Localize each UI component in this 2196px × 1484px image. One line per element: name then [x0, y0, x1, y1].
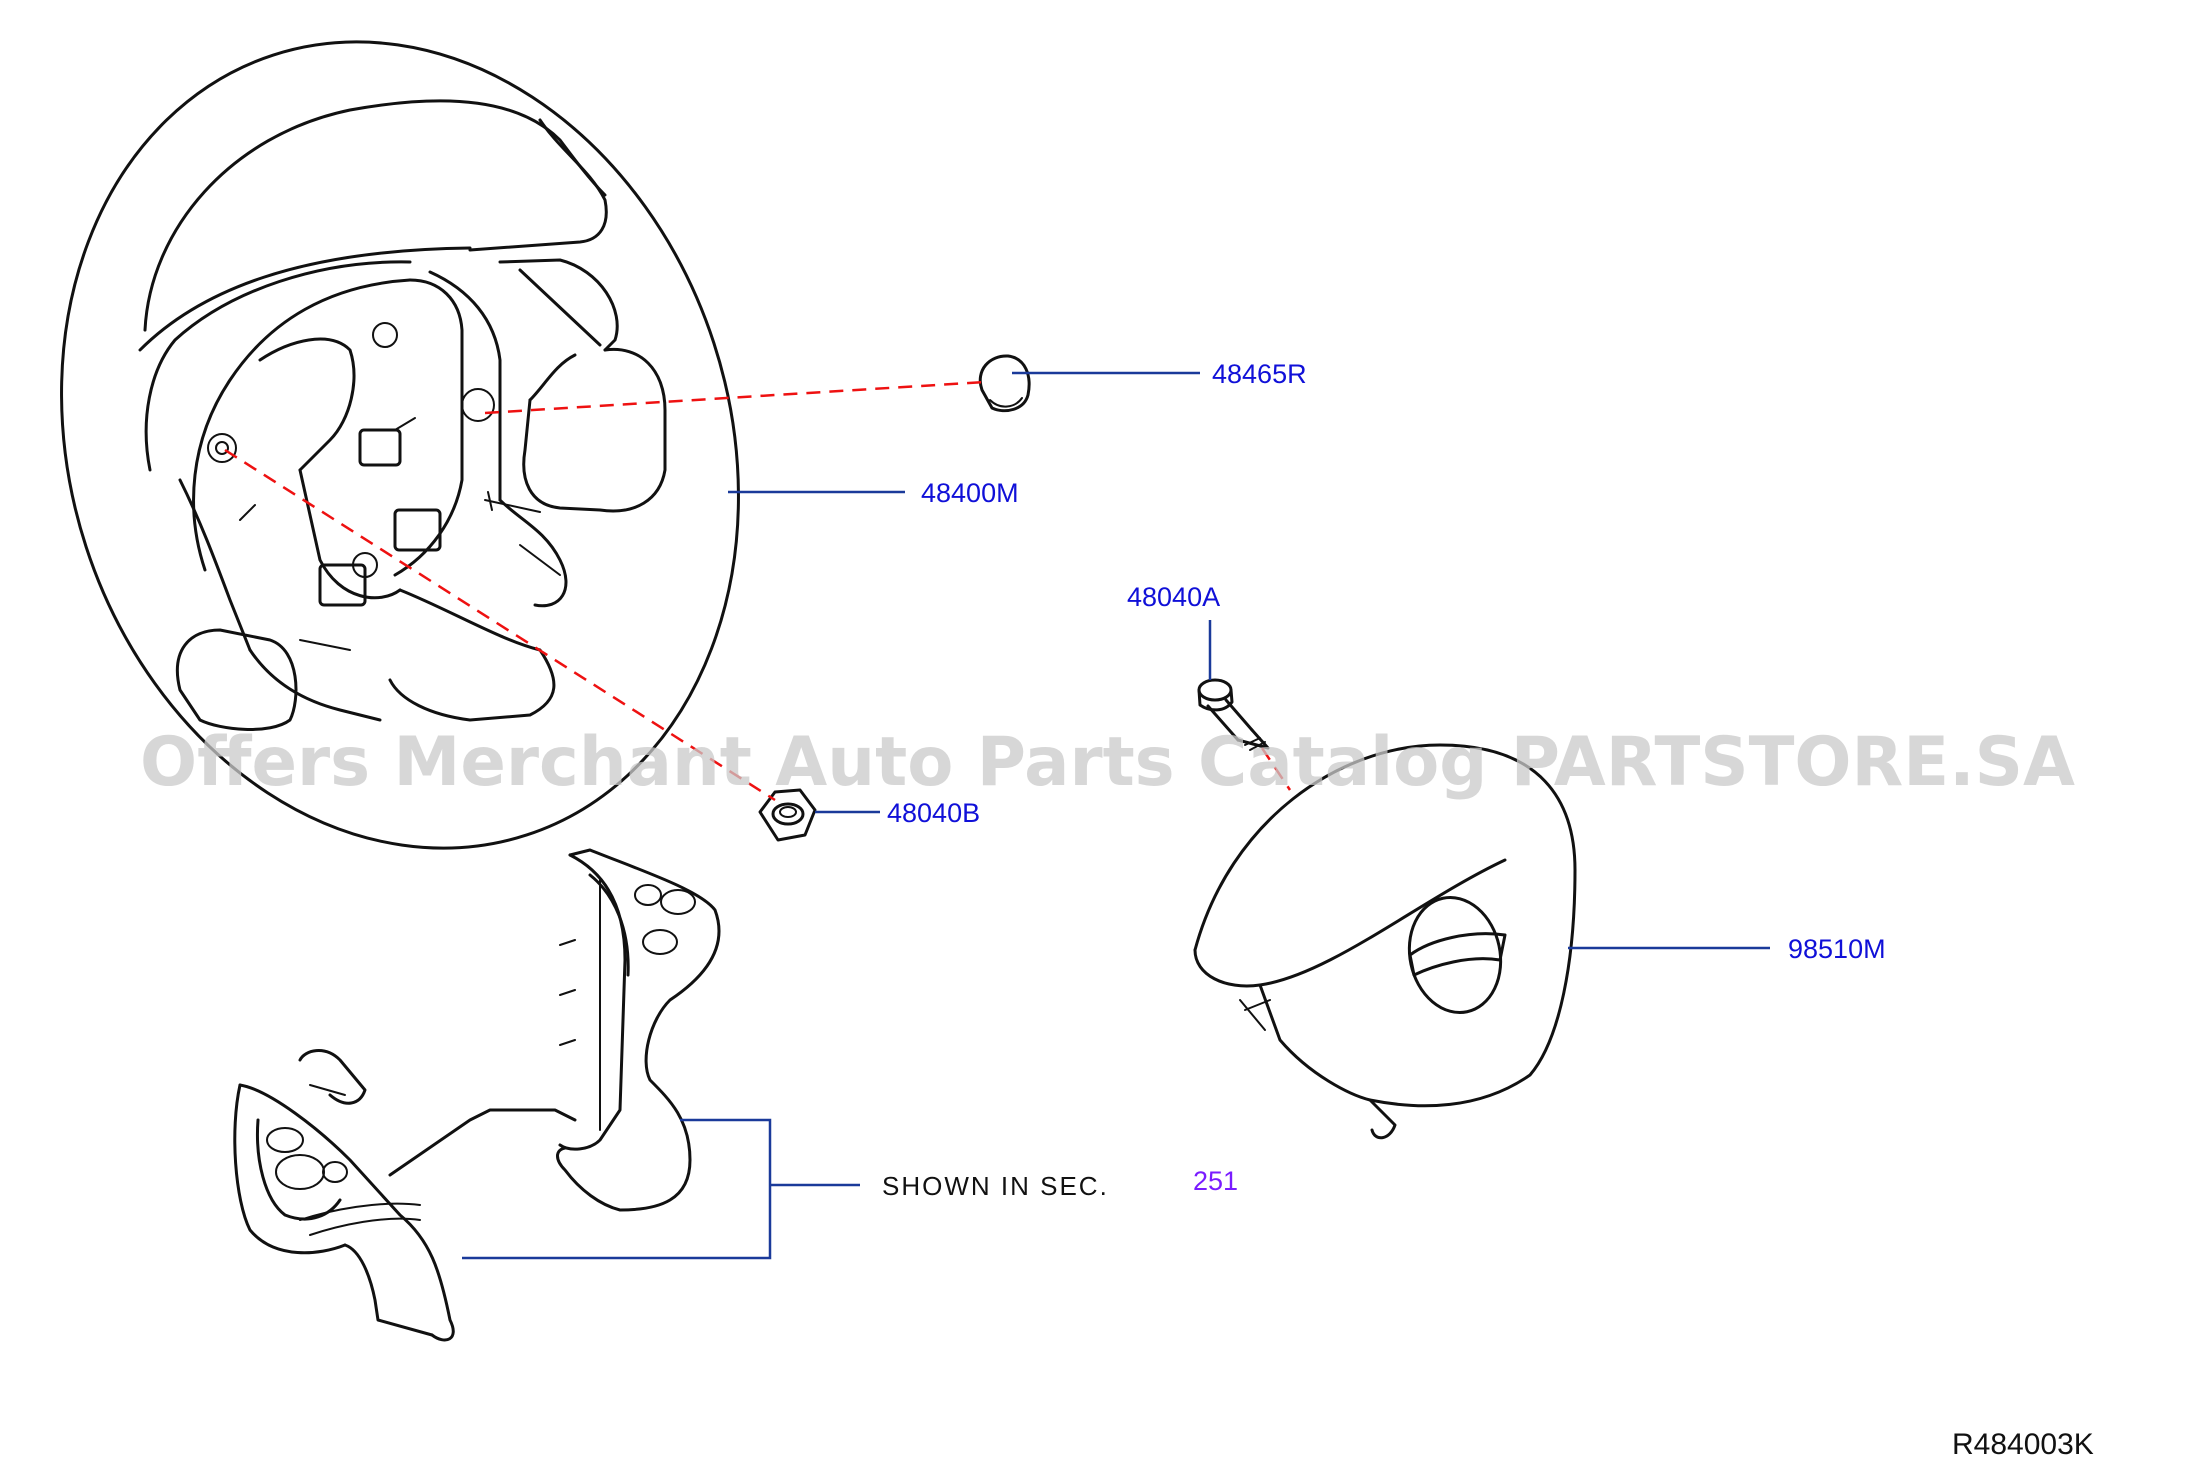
shown-in-section-note: SHOWN IN SEC. [882, 1171, 1109, 1201]
steering-wheel-drawing [60, 40, 740, 850]
cap-48465r-drawing [978, 354, 1031, 413]
callout-48465r: 48465R [1212, 359, 1307, 389]
bolt-48040a-drawing [1197, 678, 1270, 751]
callout-48040b: 48040B [887, 798, 980, 828]
callout-98510m: 98510M [1788, 934, 1886, 964]
steering-switch-assembly-drawing [233, 848, 721, 1342]
diagram-reference-code: R484003K [1952, 1428, 2094, 1461]
callout-48400m: 48400M [921, 478, 1019, 508]
leader-lines [462, 371, 1770, 1260]
watermark-text: Offers Merchant Auto Parts Catalog PARTS… [140, 723, 2075, 802]
airbag-module-98510m-drawing [1193, 743, 1577, 1140]
callout-48040a: 48040A [1127, 582, 1220, 612]
section-link-251[interactable]: 251 [1193, 1166, 1238, 1196]
nut-48040b-drawing [758, 788, 817, 842]
assembly-guide-lines [224, 380, 1292, 802]
